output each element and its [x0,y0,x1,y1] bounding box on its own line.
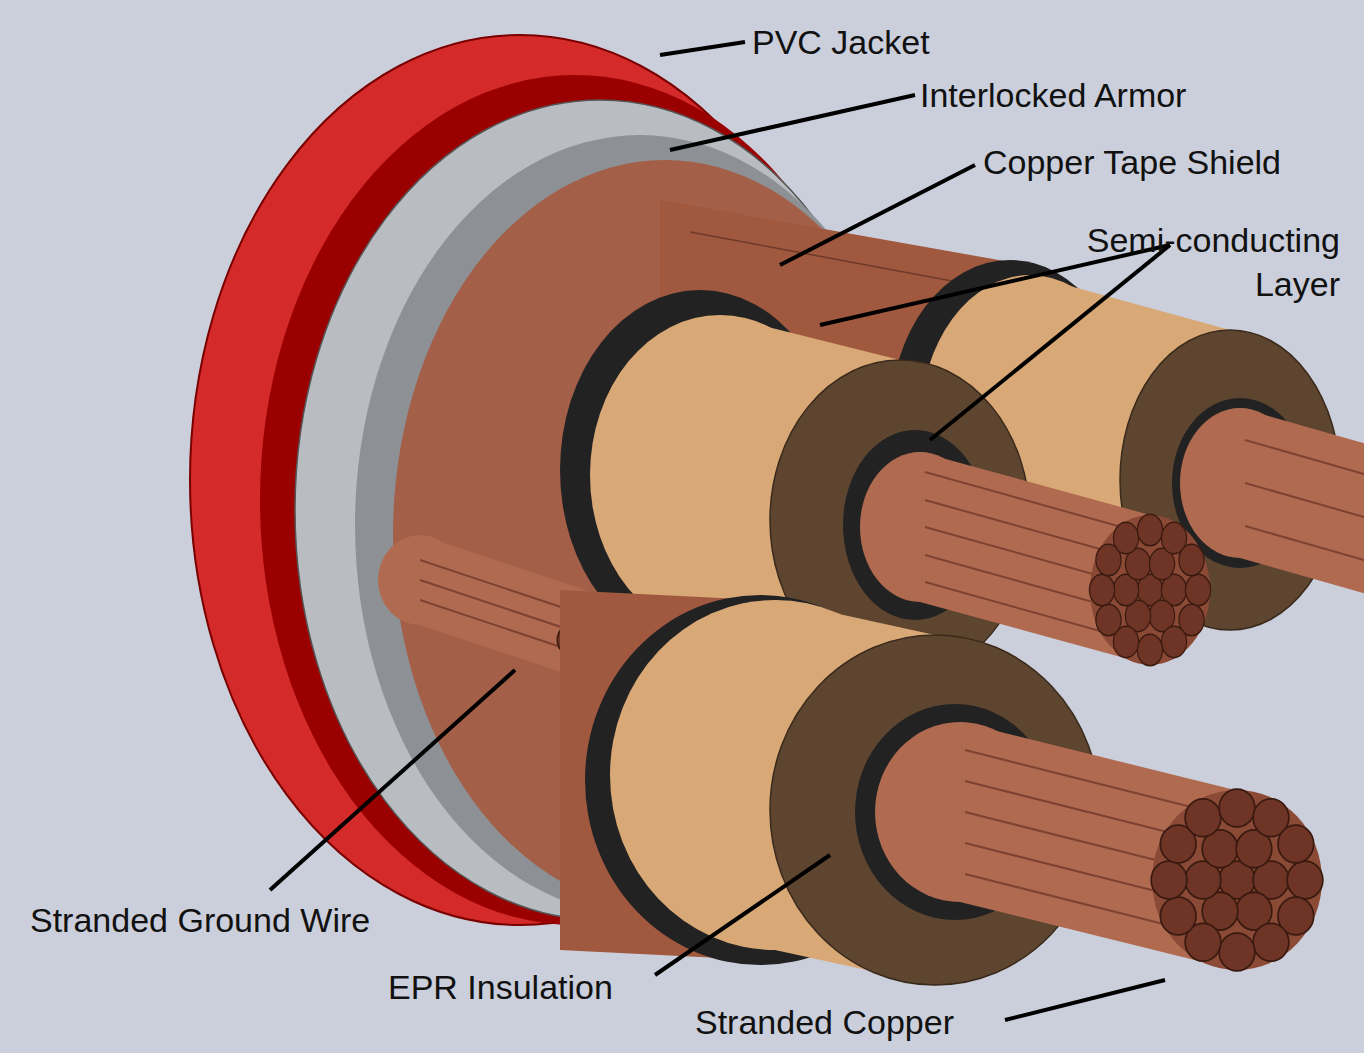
part-label: Stranded Ground Wire [30,898,450,942]
part-label: Copper Tape Shield [983,140,1353,184]
part-label: PVC Jacket [752,20,1052,64]
part-label: Semi-conducting Layer [1040,218,1340,306]
part-label: Interlocked Armor [920,73,1250,117]
part-label: EPR Insulation [388,965,668,1009]
leader-lines [270,42,1170,1020]
part-label: Stranded Copper [695,1000,1015,1044]
